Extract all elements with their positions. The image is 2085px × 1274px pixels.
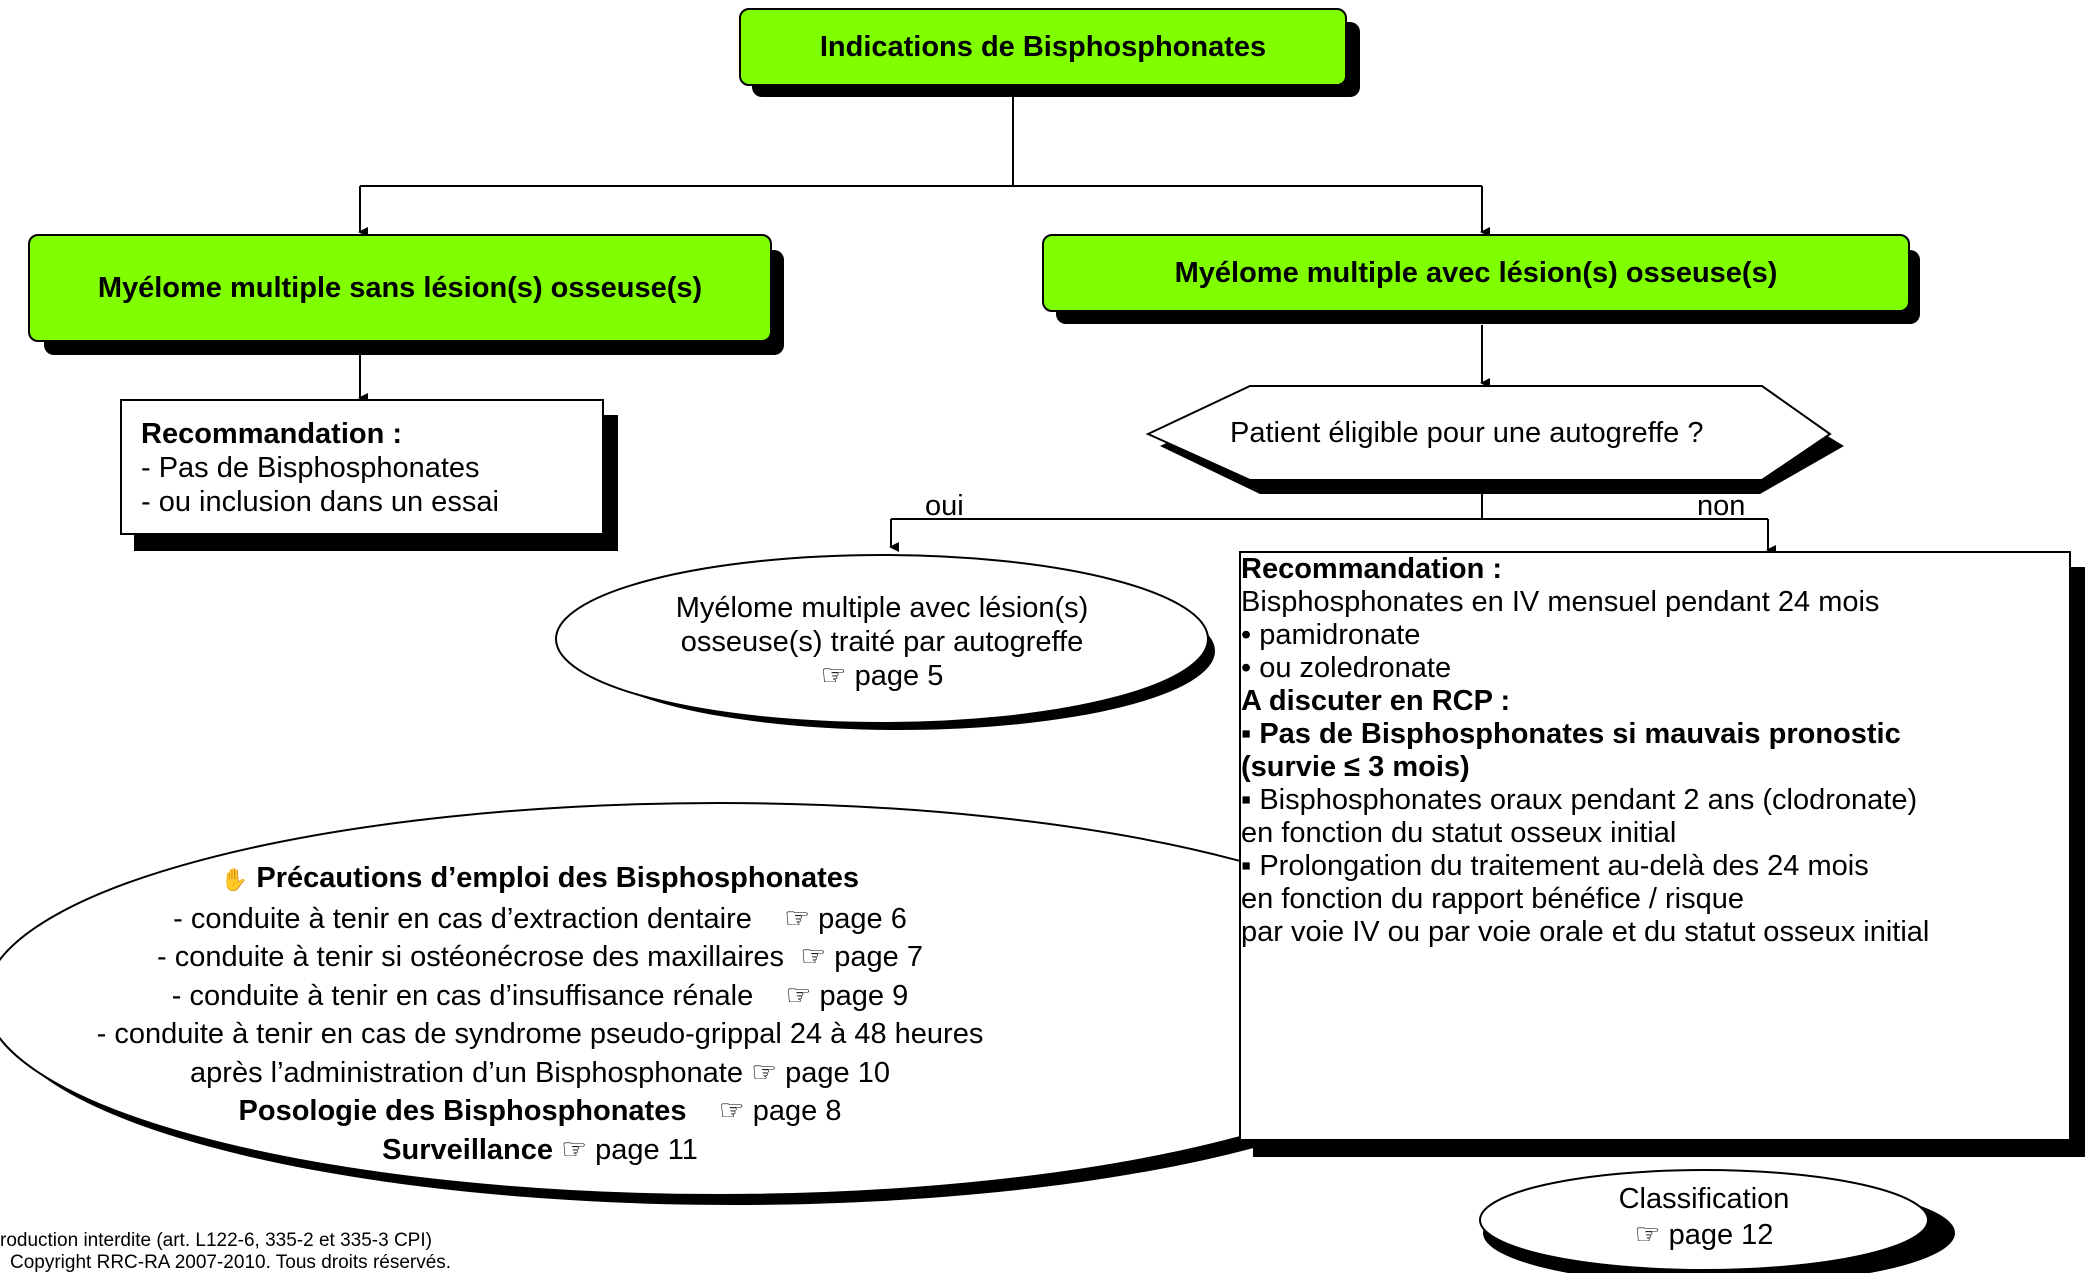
precaution-page-link[interactable]: ☞ page 6 (784, 902, 907, 935)
classification-text: Classification ☞ page 12 (1504, 1181, 1904, 1253)
left-box-label: Myélome multiple sans lésion(s) osseuse(… (97, 271, 703, 304)
yes-label: oui (925, 490, 964, 522)
decision-label: Patient éligible pour une autogreffe ? (1230, 417, 1704, 449)
precaution-page-link[interactable]: ☞ page 7 (800, 941, 923, 973)
discuss-survival: (survie ≤ 3 mois) (1241, 751, 1470, 783)
precaution-flu-line-2: après l’administration d’un Bisphosphona… (190, 1056, 890, 1089)
right-recommendation-heading: Recommandation : (1241, 553, 1503, 585)
drug-item: • pamidronate (1241, 619, 1421, 651)
surveillance-label: Surveillance (382, 1133, 554, 1166)
hand-icon: ✋ (220, 867, 249, 892)
precaution-item: - conduite à tenir en cas d’insuffisance… (171, 979, 909, 1012)
precautions-heading: Précautions d’emploi des Bisphosphonates (256, 862, 860, 894)
right-recommendation-intro: Bisphosphonates en IV mensuel pendant 24… (1241, 586, 1880, 618)
yes-ellipse-line: Myélome multiple avec lésion(s) (675, 592, 1089, 624)
drug-item: • ou zoledronate (1241, 652, 1452, 684)
posologie-page-link[interactable]: ☞ page 8 (718, 1095, 842, 1127)
surveillance-page-link[interactable]: ☞ page 11 (561, 1133, 698, 1166)
posologie-label: Posologie des Bisphosphonates (238, 1095, 687, 1127)
surveillance-row: Surveillance ☞ page 11 (40, 1131, 1040, 1170)
oral-bisphosphonates: ▪ Bisphosphonates oraux pendant 2 ans (c… (1241, 784, 1918, 816)
classification-page-link[interactable]: ☞ page 12 (1634, 1219, 1774, 1251)
yes-ellipse (555, 554, 1209, 724)
yes-ellipse-text: Myélome multiple avec lésion(s) osseuse(… (582, 591, 1182, 693)
precaution-item: - conduite à tenir en cas d’extraction d… (173, 902, 907, 935)
oral-bisphosphonates-detail: en fonction du statut osseux initial (1241, 817, 1677, 849)
yes-ellipse-line: osseuse(s) traité par autogreffe (680, 626, 1084, 658)
decision-hexagon (1145, 385, 1832, 481)
left-box: Myélome multiple sans lésion(s) osseuse(… (28, 234, 772, 342)
copyright-footer: roduction interdite (art. L122-6, 335-2 … (0, 1230, 451, 1274)
discuss-bad-prognosis: ▪ Pas de Bisphosphonates si mauvais pron… (1241, 718, 1901, 750)
prolongation-detail: par voie IV ou par voie orale et du stat… (1241, 916, 1930, 948)
prolongation-detail: en fonction du rapport bénéfice / risque (1241, 883, 1744, 915)
prolongation: ▪ Prolongation du traitement au-delà des… (1241, 850, 1869, 882)
top-box-label: Indications de Bisphosphonates (819, 30, 1267, 63)
posologie-row: Posologie des Bisphosphonates ☞ page 8 (40, 1092, 1040, 1131)
precaution-flu-line: - conduite à tenir en cas de syndrome ps… (96, 1018, 984, 1050)
left-recommendation-heading: Recommandation : (141, 418, 403, 450)
left-recommendation-line: - ou inclusion dans un essai (141, 486, 499, 518)
precaution-page-link[interactable]: ☞ page 9 (785, 979, 909, 1012)
right-recommendation-box: Recommandation : Bisphosphonates en IV m… (1239, 551, 2071, 1141)
classification-label: Classification (1618, 1183, 1790, 1215)
precaution-page-link[interactable]: ☞ page 10 (751, 1056, 890, 1089)
precautions-text: ✋ Précautions d’emploi des Bisphosphonat… (40, 859, 1040, 1169)
precaution-item: - conduite à tenir si ostéonécrose des m… (157, 941, 923, 973)
precautions-heading-row: ✋ Précautions d’emploi des Bisphosphonat… (40, 859, 1040, 900)
left-recommendation-line: - Pas de Bisphosphonates (141, 452, 480, 484)
copyright-line: roduction interdite (art. L122-6, 335-2 … (0, 1230, 432, 1251)
no-label: non (1697, 490, 1746, 522)
discuss-heading: A discuter en RCP : (1241, 685, 1511, 717)
classification-ellipse (1479, 1169, 1929, 1271)
left-recommendation-box: Recommandation : - Pas de Bisphosphonate… (120, 399, 604, 535)
copyright-line: Copyright RRC-RA 2007-2010. Tous droits … (10, 1252, 452, 1273)
right-box-label: Myélome multiple avec lésion(s) osseuse(… (1174, 256, 1778, 289)
yes-ellipse-page-link[interactable]: ☞ page 5 (820, 660, 944, 692)
right-box: Myélome multiple avec lésion(s) osseuse(… (1042, 234, 1910, 312)
top-box: Indications de Bisphosphonates (739, 8, 1347, 86)
